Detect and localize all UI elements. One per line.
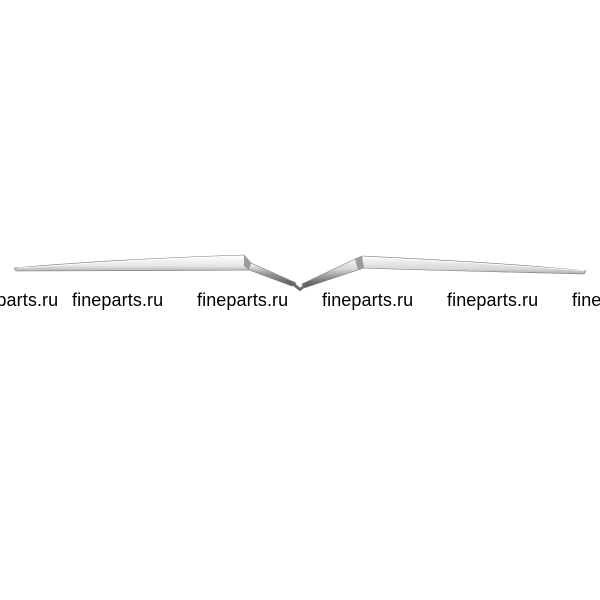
watermark-text: fineparts.ru <box>0 290 59 310</box>
watermark-text: fineparts.ru <box>572 290 600 310</box>
watermark-text: fineparts.ru <box>322 290 414 310</box>
watermark-text: fineparts.ru <box>447 290 539 310</box>
molding-right-wing <box>301 255 587 289</box>
molding-right-highlight <box>363 256 585 272</box>
molding-center-point <box>285 279 313 292</box>
molding-right-bend-shade <box>355 256 364 270</box>
molding-left-bend-shade <box>244 255 251 270</box>
watermark-row: fineparts.ru fineparts.ru fineparts.ru f… <box>0 287 600 315</box>
watermark-text: fineparts.ru <box>72 290 164 310</box>
molding-left-highlight <box>17 255 243 269</box>
watermark-text: fineparts.ru <box>197 290 289 310</box>
